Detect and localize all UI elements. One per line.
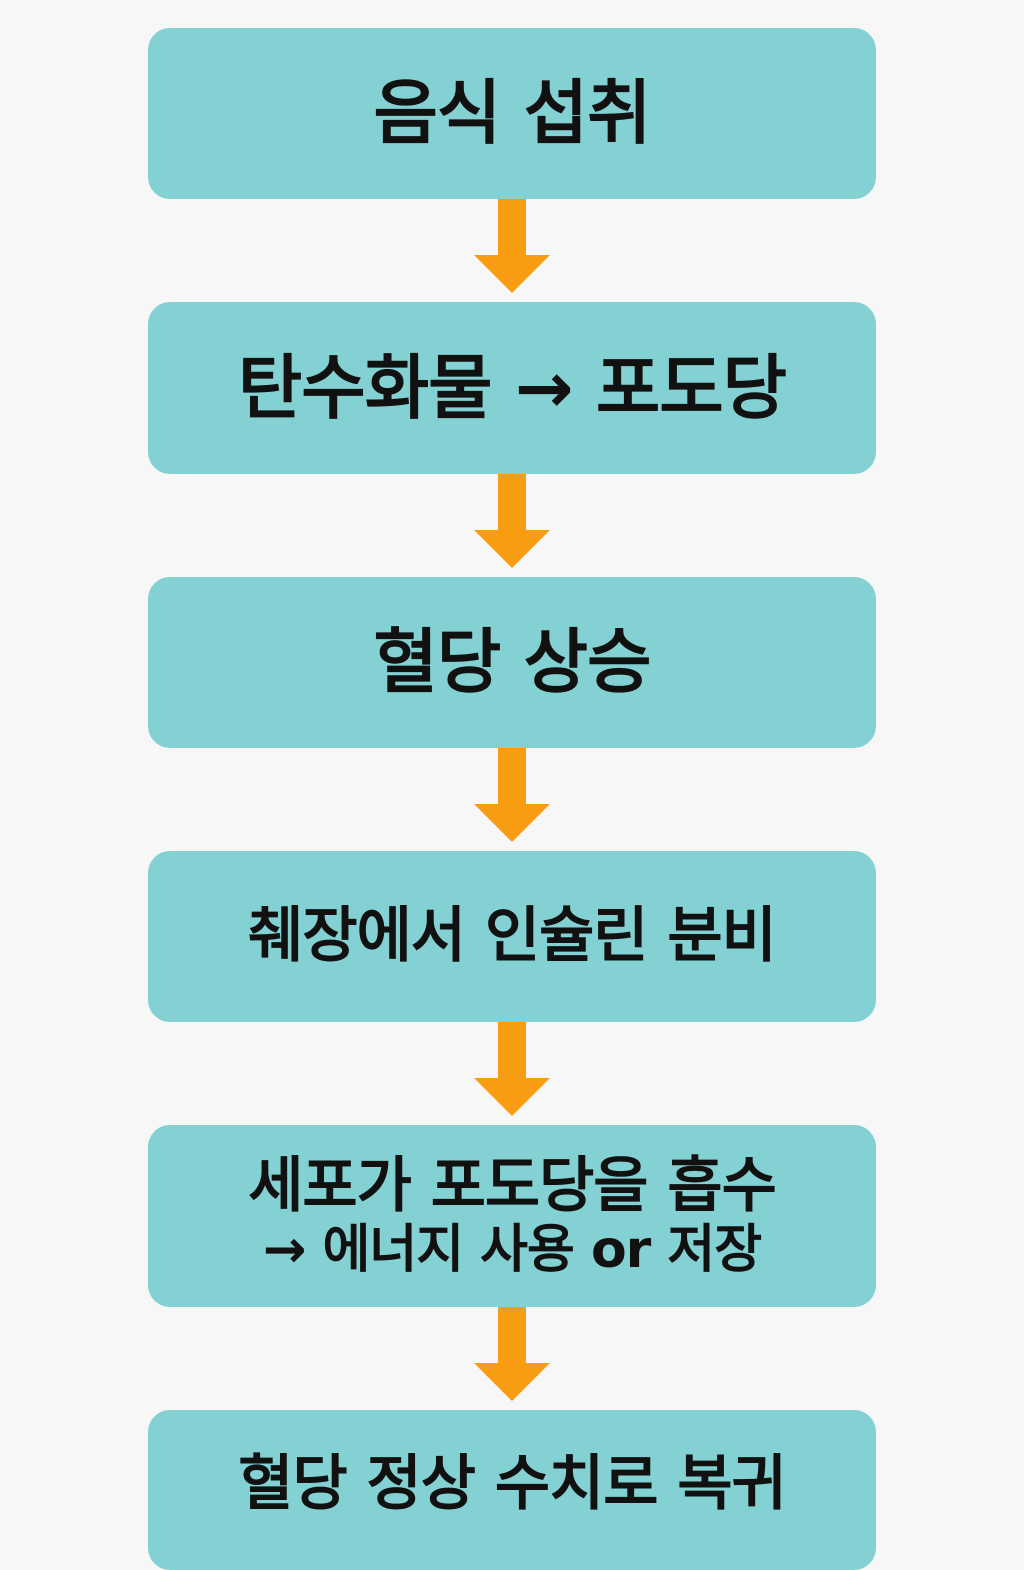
step-label: 혈당 상승 xyxy=(373,621,652,703)
step-label-line2: → 에너지 사용 or 저장 xyxy=(262,1219,762,1280)
step-label: 탄수화물 → 포도당 xyxy=(237,346,787,429)
step-carbs-to-glucose: 탄수화물 → 포도당 xyxy=(148,302,876,474)
step-return-to-normal: 혈당 정상 수치로 복귀 xyxy=(148,1410,876,1570)
step-label: 혈당 정상 수치로 복귀 xyxy=(238,1449,786,1519)
step-label: 췌장에서 인슐린 분비 xyxy=(248,901,777,971)
flow-arrow xyxy=(474,1022,550,1116)
step-blood-sugar-rise: 혈당 상승 xyxy=(148,577,876,748)
step-insulin-secretion: 췌장에서 인슐린 분비 xyxy=(148,851,876,1022)
step-label-line1: 세포가 포도당을 흡수 xyxy=(248,1150,777,1221)
step-cell-absorption: 세포가 포도당을 흡수 → 에너지 사용 or 저장 xyxy=(148,1125,876,1307)
flow-arrow xyxy=(474,1307,550,1401)
flow-arrow xyxy=(474,199,550,293)
step-food-intake: 음식 섭취 xyxy=(148,28,876,199)
flow-arrow xyxy=(474,748,550,842)
flow-arrow xyxy=(474,474,550,568)
step-label: 음식 섭취 xyxy=(373,72,652,154)
